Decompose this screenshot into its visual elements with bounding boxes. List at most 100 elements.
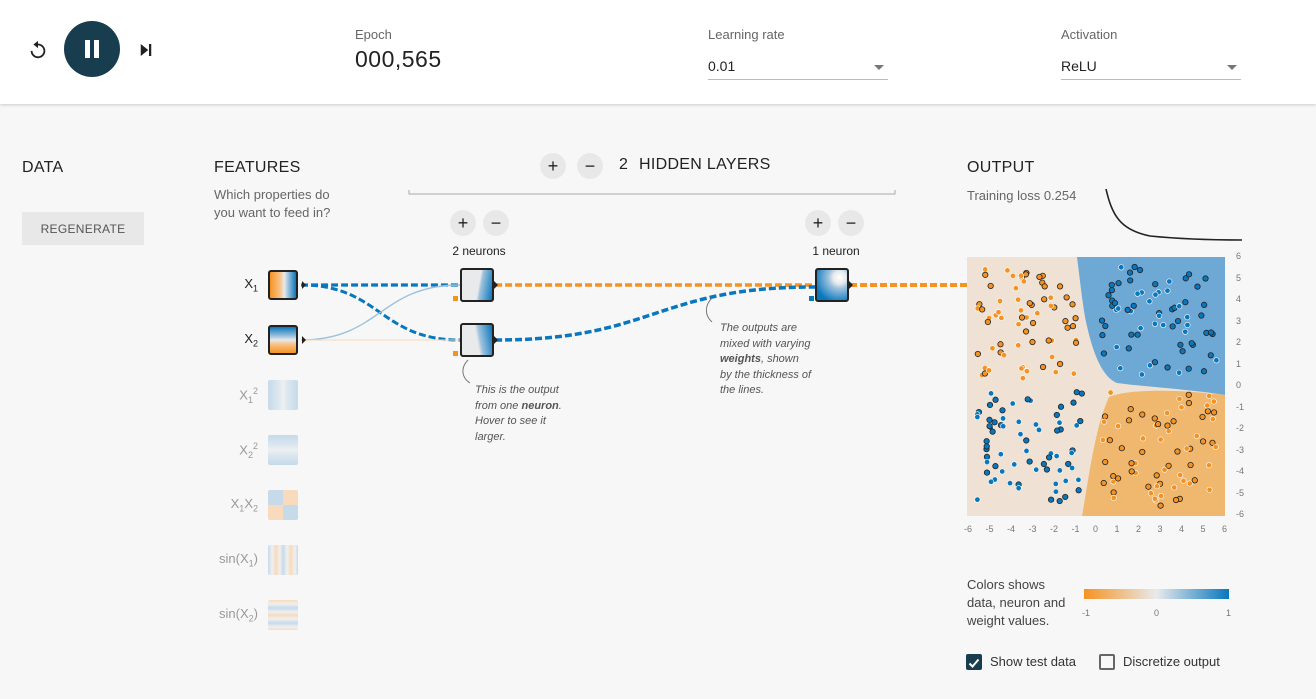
data-point — [1110, 478, 1117, 485]
learning-rate-label: Learning rate — [708, 27, 785, 42]
data-point — [1012, 285, 1019, 292]
data-point — [1040, 460, 1047, 468]
discretize-output-label[interactable]: Discretize output — [1123, 654, 1220, 669]
y-tick-label: -6 — [1236, 509, 1245, 519]
step-button[interactable] — [134, 36, 158, 64]
chevron-down-icon — [1227, 65, 1237, 70]
activation-select[interactable]: ReLU — [1061, 54, 1241, 80]
data-point — [1191, 477, 1198, 484]
show-test-data-checkbox[interactable] — [966, 654, 982, 670]
feature-x1-squared[interactable] — [268, 380, 298, 410]
neuron-layer1-2[interactable] — [460, 323, 494, 357]
data-point — [1140, 435, 1147, 442]
data-point — [989, 345, 996, 352]
remove-neuron-button-layer-1[interactable]: − — [483, 210, 509, 236]
data-point — [992, 396, 999, 403]
data-point — [979, 306, 986, 313]
feature-x2-squared[interactable] — [268, 435, 298, 465]
data-point — [1047, 496, 1055, 503]
data-point — [991, 419, 998, 426]
feature-x2[interactable] — [268, 325, 298, 355]
data-point — [1125, 417, 1133, 424]
data-point — [1164, 422, 1171, 429]
feature-x1[interactable] — [268, 270, 298, 300]
data-point — [1182, 275, 1189, 282]
data-point — [983, 443, 990, 450]
data-point — [982, 271, 989, 278]
data-point — [1017, 307, 1024, 314]
data-point — [1108, 281, 1115, 289]
pause-button[interactable] — [64, 21, 120, 77]
data-point — [1151, 320, 1158, 327]
data-point — [974, 414, 981, 421]
neuron-layer1-1[interactable] — [460, 268, 494, 302]
neuron-layer2-1[interactable] — [815, 268, 849, 302]
data-point — [997, 298, 1004, 305]
regenerate-button[interactable]: REGENERATE — [22, 212, 144, 245]
data-point — [1151, 359, 1159, 366]
data-point — [1047, 294, 1054, 301]
legend-line-2: data, neuron and — [967, 595, 1066, 610]
data-point — [1204, 408, 1211, 415]
layer-2-neuron-count: 1 neuron — [812, 244, 860, 258]
add-neuron-button-layer-1[interactable]: + — [450, 210, 476, 236]
data-point — [1041, 296, 1048, 303]
data-point — [1165, 428, 1172, 435]
data-point — [1100, 350, 1108, 357]
data-point — [1063, 294, 1070, 301]
top-control-bar: Epoch 000,565 Learning rate 0.01 Activat… — [0, 0, 1316, 104]
data-point — [1165, 462, 1172, 469]
hidden-layers-bracket — [408, 190, 896, 195]
feature-sin-x2[interactable] — [268, 600, 298, 630]
reset-button[interactable] — [24, 36, 52, 64]
data-point — [1015, 296, 1022, 303]
data-point — [1127, 277, 1134, 284]
data-title: DATA — [22, 159, 64, 176]
data-point — [1065, 460, 1072, 468]
feature-x1x2[interactable] — [268, 490, 298, 520]
learning-rate-select[interactable]: 0.01 — [708, 54, 888, 80]
data-point — [1151, 495, 1158, 502]
checkmark-icon — [968, 658, 980, 668]
data-point — [1056, 419, 1063, 426]
add-layer-button[interactable]: + — [540, 153, 566, 179]
data-point — [1111, 299, 1119, 307]
data-point — [1023, 437, 1030, 444]
data-point — [982, 266, 989, 273]
hidden-layer-count: 2 — [619, 156, 629, 173]
data-point — [1009, 272, 1016, 279]
data-point — [1128, 331, 1135, 338]
loss-curve — [1105, 188, 1243, 241]
bias-marker — [453, 351, 458, 356]
data-point — [1166, 278, 1173, 285]
add-neuron-button-layer-2[interactable]: + — [805, 210, 831, 236]
data-point — [1179, 348, 1186, 355]
output-heatmap[interactable] — [967, 257, 1225, 516]
data-point — [1172, 496, 1180, 504]
weight-link[interactable] — [300, 284, 461, 341]
data-point — [1156, 312, 1163, 319]
data-point — [1070, 399, 1077, 406]
data-point — [1160, 322, 1167, 329]
data-point — [1185, 391, 1192, 398]
discretize-output-checkbox[interactable] — [1099, 654, 1115, 670]
data-point — [1127, 406, 1134, 413]
data-point — [1052, 488, 1059, 495]
remove-neuron-button-layer-2[interactable]: − — [838, 210, 864, 236]
feature-sin-x1[interactable] — [268, 545, 298, 575]
color-scale-bar — [1084, 589, 1229, 599]
data-point — [1164, 287, 1171, 294]
data-point — [1113, 344, 1120, 351]
data-point — [984, 318, 992, 326]
x-tick-label: 1 — [1114, 524, 1120, 534]
data-point — [1188, 340, 1195, 347]
show-test-data-label[interactable]: Show test data — [990, 654, 1076, 669]
x-tick-label: 0 — [1093, 524, 1099, 534]
data-point — [1110, 489, 1117, 496]
data-point — [1209, 439, 1216, 446]
data-point — [1056, 467, 1063, 474]
weight-link[interactable] — [494, 285, 816, 342]
data-point — [1207, 352, 1214, 359]
remove-layer-button[interactable]: − — [577, 153, 603, 179]
data-point — [1147, 490, 1154, 497]
